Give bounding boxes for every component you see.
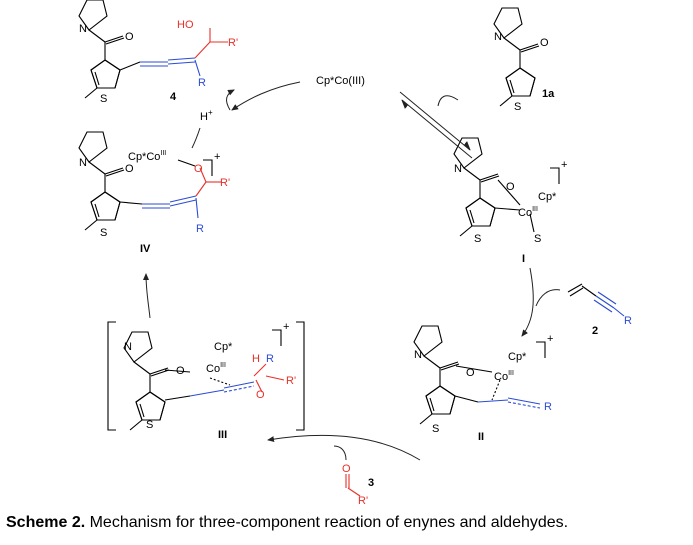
label-compound-3: 3: [368, 477, 374, 489]
atom-R: R: [544, 401, 552, 413]
cobalt-cp-label: Cp*CoIII: [128, 150, 166, 163]
atom-O: O: [125, 31, 134, 43]
label-intermediate-I: I: [522, 253, 525, 265]
intermediate-III: [107, 321, 305, 431]
label-intermediate-II: II: [478, 431, 484, 443]
proton-label: H+: [200, 108, 213, 123]
cobalt-label: CoIII: [494, 370, 514, 383]
cobalt-label: CoIII: [518, 206, 538, 219]
charge-label: +: [283, 321, 289, 333]
atom-R: R: [624, 315, 632, 327]
cobalt-label: CoIII: [206, 362, 226, 375]
mechanism-scheme: N O S HO R' R 4 H+ Cp*Co(III) N O S 1a N…: [78, 0, 632, 507]
atom-S: S: [100, 93, 107, 105]
atom-N: N: [494, 31, 502, 43]
intermediate-II: [413, 325, 541, 425]
atom-R-prime: R': [228, 37, 238, 49]
charge-label: +: [547, 333, 553, 345]
atom-R: R: [266, 353, 274, 365]
cp-star-label: Cp*: [508, 351, 527, 363]
atom-S: S: [432, 423, 439, 435]
atom-S: S: [534, 233, 541, 245]
atom-O: O: [540, 37, 549, 49]
atom-HO: HO: [177, 19, 194, 31]
label-compound-4: 4: [170, 91, 177, 103]
atom-N: N: [79, 23, 87, 35]
atom-O: O: [466, 367, 475, 379]
caption-label: Scheme 2.: [6, 514, 86, 531]
atom-N: N: [414, 349, 422, 361]
substrate-1a: [493, 7, 540, 107]
product-4: [78, 0, 228, 99]
atom-N: N: [454, 163, 462, 175]
aldehyde-3: [345, 474, 361, 497]
scheme-caption: Scheme 2. Mechanism for three-component …: [6, 514, 690, 532]
atom-O: O: [506, 181, 515, 193]
cp-star-label: Cp*: [538, 191, 557, 203]
atom-O: O: [342, 463, 351, 475]
atom-R: R: [198, 77, 206, 89]
atom-S: S: [514, 101, 521, 113]
atom-R: R: [196, 223, 204, 235]
charge-label: +: [561, 159, 567, 171]
atom-O: O: [125, 163, 134, 175]
intermediate-IV: [78, 131, 222, 231]
label-compound-2: 2: [592, 325, 598, 337]
intermediate-I: [453, 137, 535, 237]
charge-label: +: [214, 151, 220, 163]
atom-R-prime: R': [286, 375, 296, 387]
atom-R-prime: R': [220, 177, 230, 189]
cycle-arrows: [143, 81, 561, 461]
atom-R-prime: R': [358, 495, 368, 507]
enyne-2: [567, 283, 625, 317]
label-intermediate-IV: IV: [140, 243, 151, 255]
atom-S: S: [146, 419, 153, 431]
atom-H: H: [252, 353, 260, 365]
atom-S: S: [474, 233, 481, 245]
label-intermediate-III: III: [218, 429, 227, 441]
atom-O: O: [256, 389, 265, 401]
atom-S: S: [100, 227, 107, 239]
atom-N: N: [124, 341, 132, 353]
atom-N: N: [79, 157, 87, 169]
atom-O: O: [176, 365, 185, 377]
cp-star-label: Cp*: [214, 341, 233, 353]
caption-text: Mechanism for three-component reaction o…: [85, 514, 569, 531]
catalyst-label: Cp*Co(III): [316, 75, 365, 87]
atom-O: O: [194, 163, 203, 175]
label-compound-1a: 1a: [542, 88, 555, 100]
